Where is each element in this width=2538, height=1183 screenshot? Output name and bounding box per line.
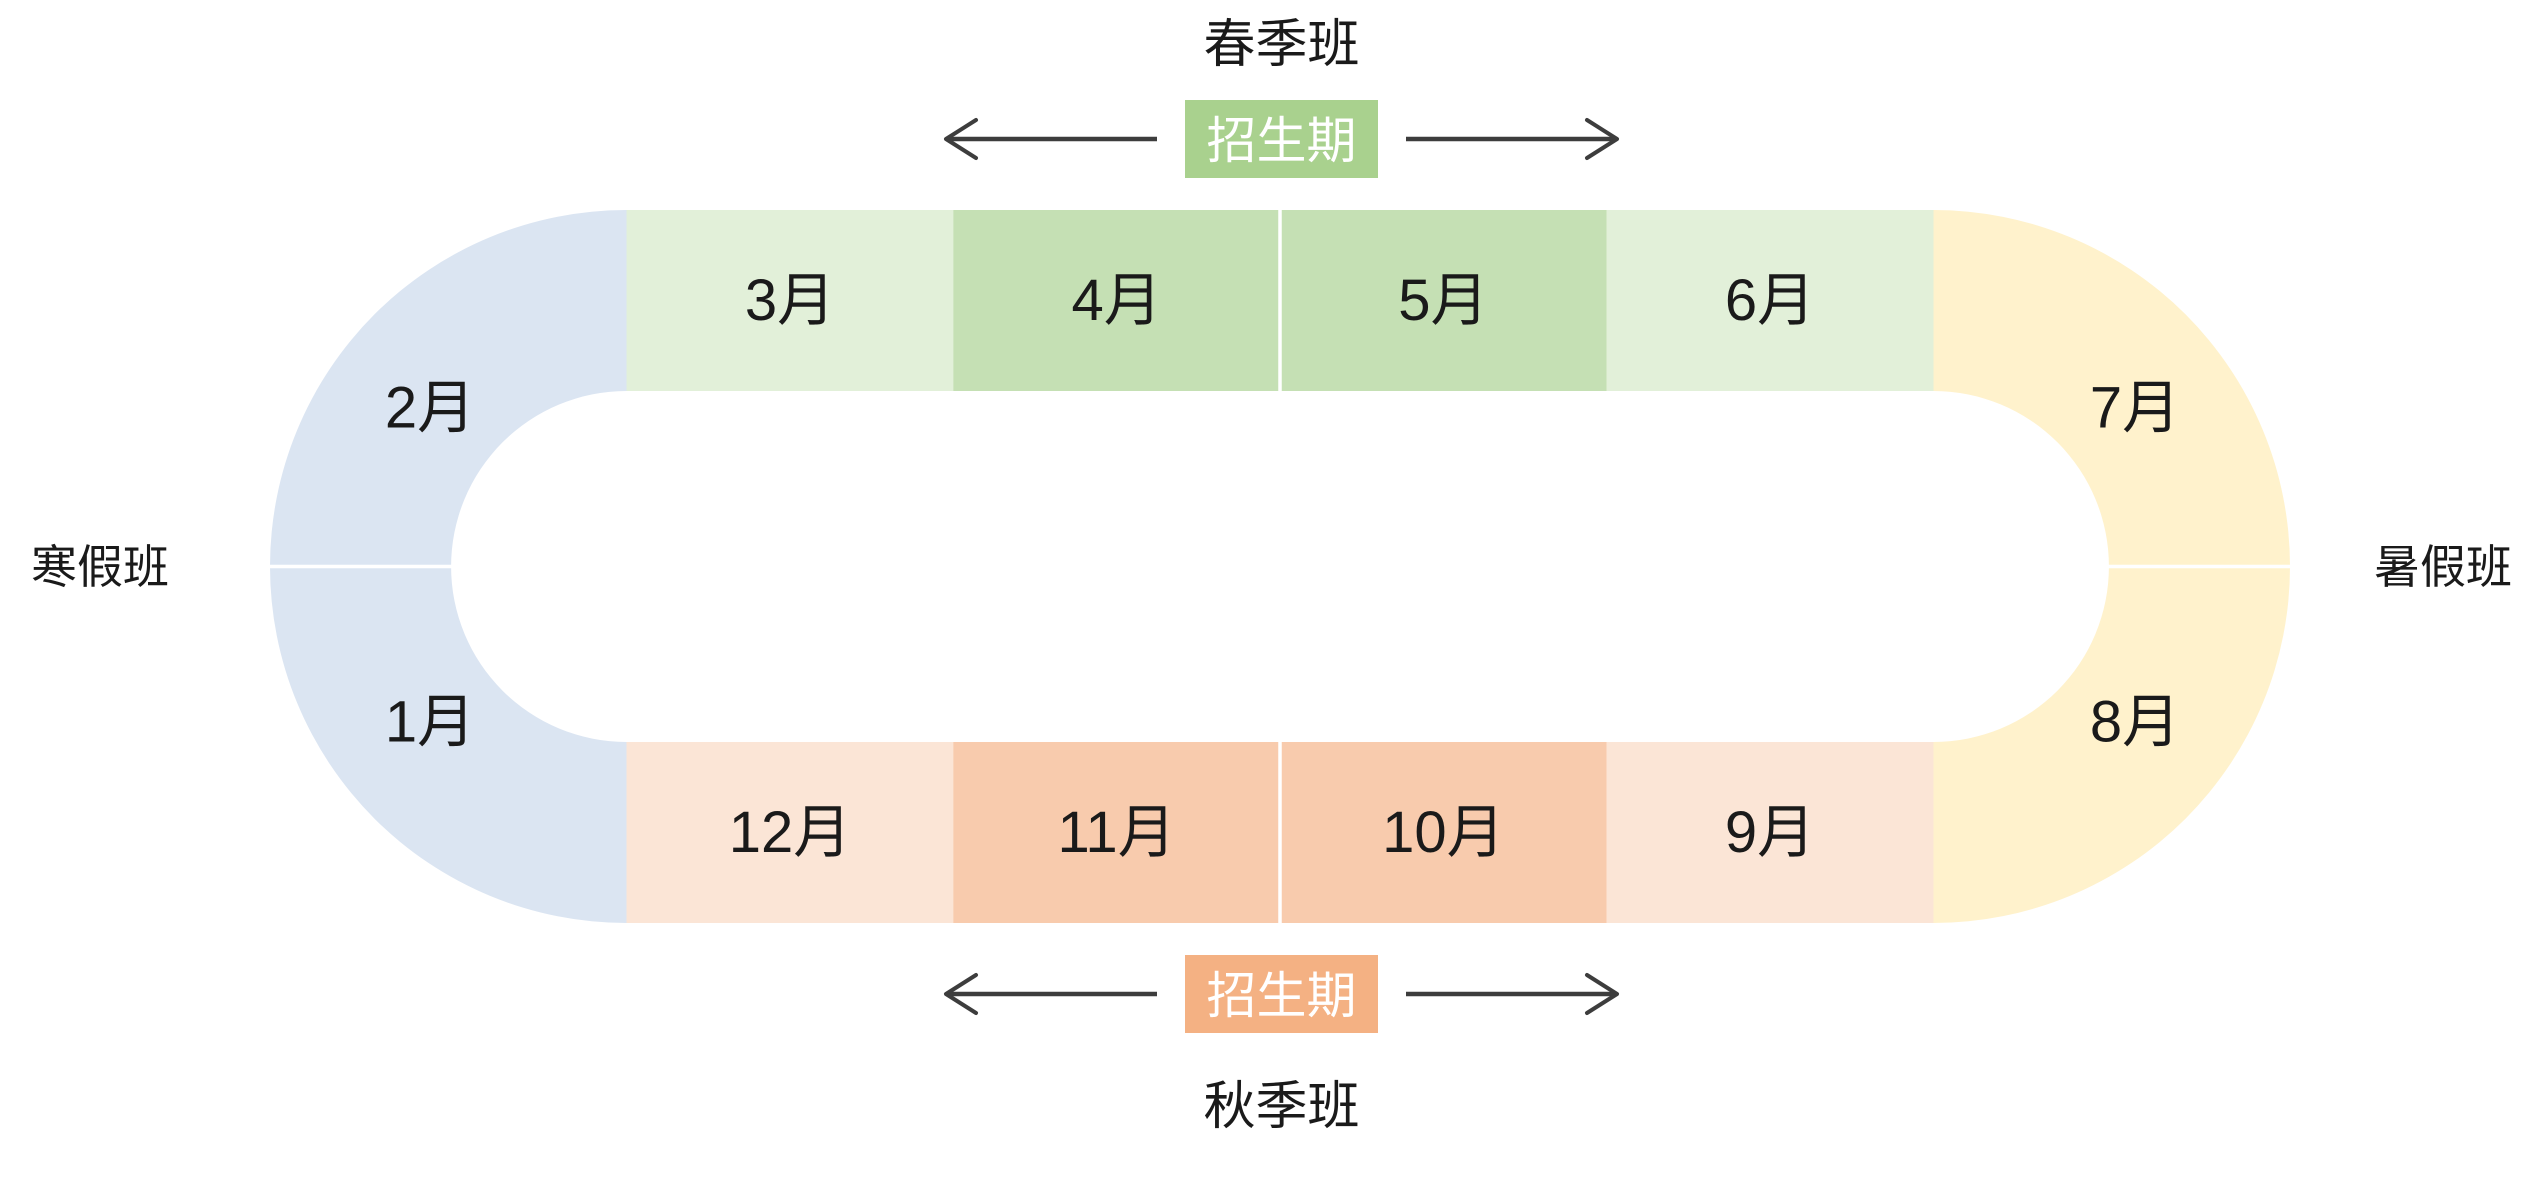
- spring-enrollment-group: 春季班 招生期: [944, 16, 1619, 178]
- autumn-enrollment-badge: [1185, 955, 1378, 1033]
- autumn-arrow-left-head: [944, 973, 978, 1015]
- month-label-jan: 1月: [385, 690, 475, 755]
- month-cell-nov: [953, 742, 1280, 923]
- month-cell-oct: [1280, 742, 1607, 923]
- month-cell-mar: [626, 210, 954, 391]
- month-cell-dec: [626, 742, 954, 923]
- month-label-mar: 3月: [745, 268, 835, 333]
- autumn-enrollment-group: 招生期 秋季班: [944, 955, 1619, 1136]
- autumn-enrollment-badge-label: 招生期: [1207, 968, 1357, 1024]
- spring-arrow-right-head: [1585, 118, 1619, 160]
- autumn-class-title: 秋季班: [1203, 1078, 1359, 1136]
- month-label-may: 5月: [1398, 268, 1488, 333]
- summer-class-label: 暑假班: [2374, 541, 2512, 593]
- autumn-arrow-right-head: [1585, 973, 1619, 1015]
- month-label-jun: 6月: [1725, 268, 1815, 333]
- month-label-oct: 10月: [1382, 800, 1505, 865]
- month-cell-sep: [1606, 742, 1934, 923]
- spring-arrow-left-head: [944, 118, 978, 160]
- month-label-sep: 9月: [1725, 800, 1815, 865]
- spring-class-title: 春季班: [1203, 16, 1359, 74]
- winter-class-label: 寒假班: [31, 541, 169, 593]
- month-label-nov: 11月: [1057, 800, 1175, 865]
- month-label-jul: 7月: [2090, 376, 2180, 441]
- month-label-aug: 8月: [2090, 690, 2180, 755]
- spring-enrollment-badge: [1185, 100, 1378, 178]
- month-label-feb: 2月: [385, 376, 475, 441]
- month-cell-may: [1280, 210, 1607, 391]
- month-cell-apr: [953, 210, 1280, 391]
- month-label-dec: 12月: [729, 800, 852, 865]
- cycle-ring: 2月 1月 3月 4月 5月 6月 7月 8月 12月 11月 10月 9月: [268, 209, 2292, 924]
- month-label-apr: 4月: [1071, 268, 1161, 333]
- spring-enrollment-badge-label: 招生期: [1207, 113, 1357, 169]
- month-cell-jun: [1606, 210, 1934, 391]
